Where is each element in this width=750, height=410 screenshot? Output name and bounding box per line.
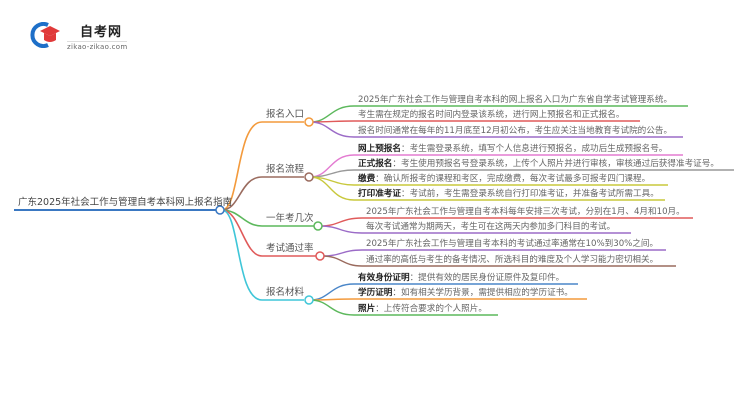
leaf-node[interactable]: 缴费：确认所报考的课程和考区，完成缴费，每次考试最多可报考四门课程。: [358, 173, 650, 185]
leaf-keyword: 有效身份证明: [358, 273, 410, 283]
leaf-node[interactable]: 网上预报名：考生需登录系统，填写个人信息进行预报名，成功后生成预报名号。: [358, 143, 667, 155]
leaf-node[interactable]: 考生需在规定的报名时间内登录该系统，进行网上预报名和正式报名。: [358, 109, 624, 121]
leaf-node[interactable]: 学历证明：如有相关学历背景，需提供相应的学历证书。: [358, 287, 573, 299]
leaf-node[interactable]: 2025年广东社会工作与管理自考本科每年安排三次考试，分别在1月、4月和10月。: [366, 206, 685, 218]
leaf-node[interactable]: 报名时间通常在每年的11月底至12月初公布，考生应关注当地教育考试院的公告。: [358, 125, 672, 137]
leaf-text: ：考试前，考生需登录系统自行打印准考证，并准备考试所需工具。: [400, 189, 659, 199]
branch-label: 报名入口: [266, 109, 305, 120]
branch-label: 考试通过率: [266, 243, 314, 254]
leaf-text: 报名时间通常在每年的11月底至12月初公布，考生应关注当地教育考试院的公告。: [358, 126, 673, 136]
root-node[interactable]: 广东2025年社会工作与管理自考本科网上报名指南: [18, 197, 232, 209]
root-label: 广东2025年社会工作与管理自考本科网上报名指南: [18, 197, 233, 208]
leaf-node[interactable]: 每次考试通常为期两天，考生可在这两天内参加多门科目的考试。: [366, 221, 615, 233]
leaf-text: ：考生使用预报名号登录系统，上传个人照片并进行审核，审核通过后获得准考证号。: [392, 159, 719, 169]
branch-label: 报名流程: [266, 164, 305, 175]
leaf-keyword: 打印准考证: [358, 189, 401, 199]
branch-label: 报名材料: [266, 287, 305, 298]
leaf-text: ：如有相关学历背景，需提供相应的学历证书。: [392, 288, 573, 298]
logo-title: 自考网: [80, 25, 123, 40]
leaf-node[interactable]: 照片：上传符合要求的个人照片。: [358, 303, 487, 315]
leaf-keyword: 缴费: [358, 174, 376, 184]
leaf-text: 2025年广东社会工作与管理自考本科的网上报名入口为广东省自学考试管理系统。: [358, 95, 673, 105]
leaf-node[interactable]: 2025年广东社会工作与管理自考本科的考试通过率通常在10%到30%之间。: [366, 238, 658, 250]
leaf-text: 2025年广东社会工作与管理自考本科的考试通过率通常在10%到30%之间。: [366, 239, 659, 249]
leaf-node[interactable]: 正式报名：考生使用预报名号登录系统，上传个人照片并进行审核，审核通过后获得准考证…: [358, 158, 719, 170]
leaf-text: 每次考试通常为期两天，考生可在这两天内参加多门科目的考试。: [366, 222, 616, 232]
leaf-node[interactable]: 通过率的高低与考生的备考情况、所选科目的难度及个人学习能力密切相关。: [366, 254, 658, 266]
leaf-node[interactable]: 2025年广东社会工作与管理自考本科的网上报名入口为广东省自学考试管理系统。: [358, 94, 672, 106]
leaf-text: ：确认所报考的课程和考区，完成缴费，每次考试最多可报考四门课程。: [375, 174, 651, 184]
leaf-keyword: 学历证明: [358, 288, 393, 298]
logo-url: zikao-zikao.com: [67, 41, 128, 51]
branch-pass-rate[interactable]: 考试通过率: [266, 243, 314, 255]
branch-label: 一年考几次: [266, 213, 314, 224]
graduation-cap-icon: [30, 22, 60, 48]
leaf-text: 通过率的高低与考生的备考情况、所选科目的难度及个人学习能力密切相关。: [366, 255, 659, 265]
branch-exams-per-year[interactable]: 一年考几次: [266, 213, 314, 225]
branch-registration-entry[interactable]: 报名入口: [266, 109, 304, 121]
branch-registration-materials[interactable]: 报名材料: [266, 287, 304, 299]
leaf-text: ：提供有效的居民身份证原件及复印件。: [409, 273, 565, 283]
leaf-node[interactable]: 打印准考证：考试前，考生需登录系统自行打印准考证，并准备考试所需工具。: [358, 188, 659, 200]
branch-registration-process[interactable]: 报名流程: [266, 164, 304, 176]
leaf-text: ：考生需登录系统，填写个人信息进行预报名，成功后生成预报名号。: [400, 144, 668, 154]
leaf-text: 2025年广东社会工作与管理自考本科每年安排三次考试，分别在1月、4月和10月。: [366, 207, 685, 217]
leaf-text: 考生需在规定的报名时间内登录该系统，进行网上预报名和正式报名。: [358, 110, 625, 120]
leaf-keyword: 照片: [358, 304, 376, 314]
leaf-text: ：上传符合要求的个人照片。: [375, 304, 487, 314]
leaf-keyword: 正式报名: [358, 159, 393, 169]
leaf-keyword: 网上预报名: [358, 144, 401, 154]
site-logo[interactable]: 自考网 zikao-zikao.com: [30, 20, 180, 51]
leaf-node[interactable]: 有效身份证明：提供有效的居民身份证原件及复印件。: [358, 272, 564, 284]
